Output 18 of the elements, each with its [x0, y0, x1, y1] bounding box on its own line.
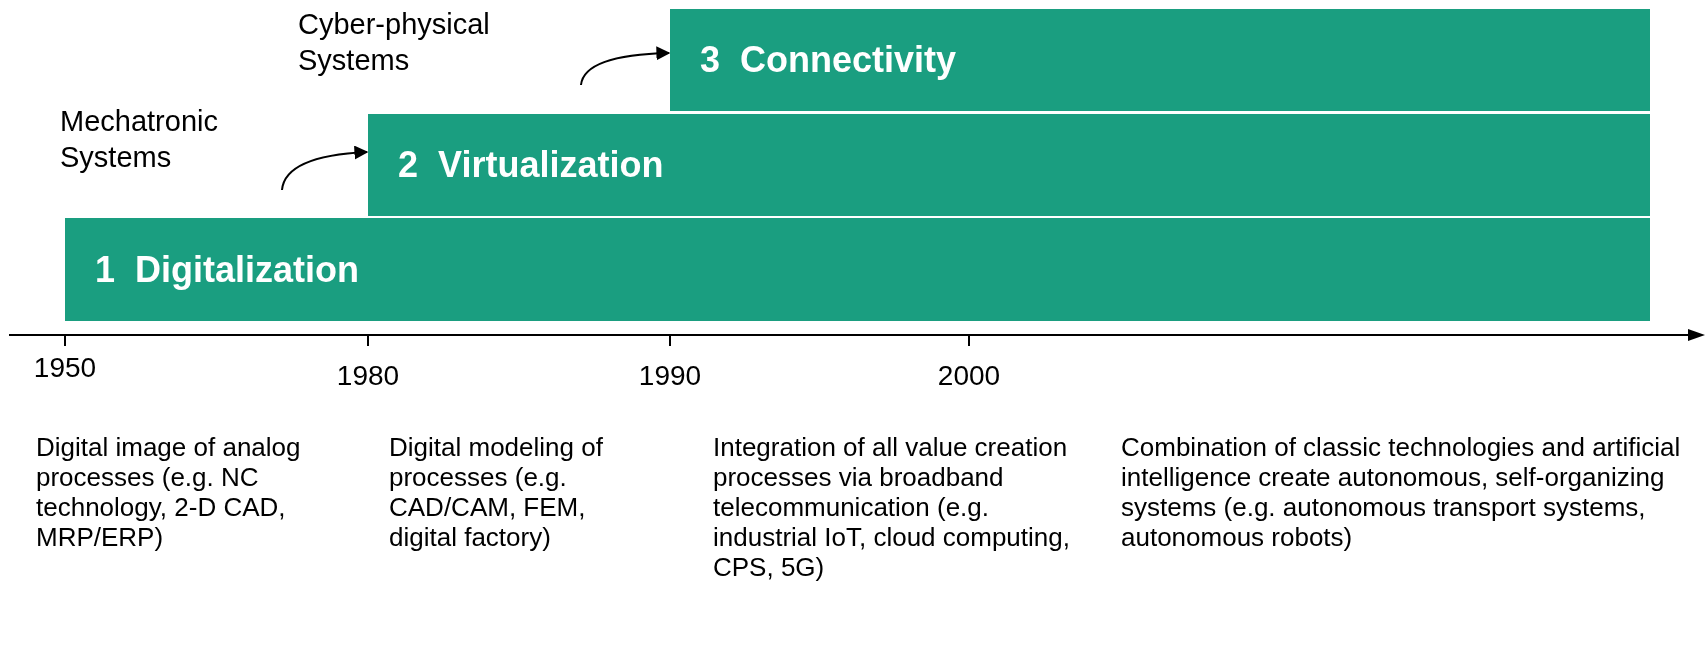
- phase-bar: [368, 114, 1650, 216]
- system-label: Cyber-physical Systems: [298, 7, 491, 78]
- description-text: Digital modeling of processes (e.g. CAD/CAM, FEM, digital factory): [389, 432, 604, 552]
- year-label: 1980: [336, 360, 400, 392]
- phase-bar: [670, 9, 1650, 111]
- curved-arrow: [580, 46, 671, 86]
- description-text: Combination of classic technologies and artificial intelligence create autonomous, self-organizing systems (e.g. autonomous transport systems, autonomous robots): [1121, 432, 1681, 552]
- year-label: 1950: [33, 352, 97, 384]
- year-label: 1990: [638, 360, 702, 392]
- phase-title: 2 Virtualization: [398, 143, 664, 187]
- description-text: Integration of all value creation processes via broadband telecommunication (e.g. industrial IoT, cloud computing, CPS, 5G): [713, 432, 1071, 582]
- phase-bar: [65, 218, 1650, 321]
- phase-title: 1 Digitalization: [95, 247, 360, 292]
- curved-arrow: [281, 145, 369, 191]
- system-label: Mechatronic Systems: [60, 104, 219, 175]
- description-text: Digital image of analog processes (e.g. NC technology, 2-D CAD, MRP/ERP): [36, 432, 302, 552]
- phase-title: 3 Connectivity: [700, 38, 957, 82]
- year-label: 2000: [937, 360, 1001, 392]
